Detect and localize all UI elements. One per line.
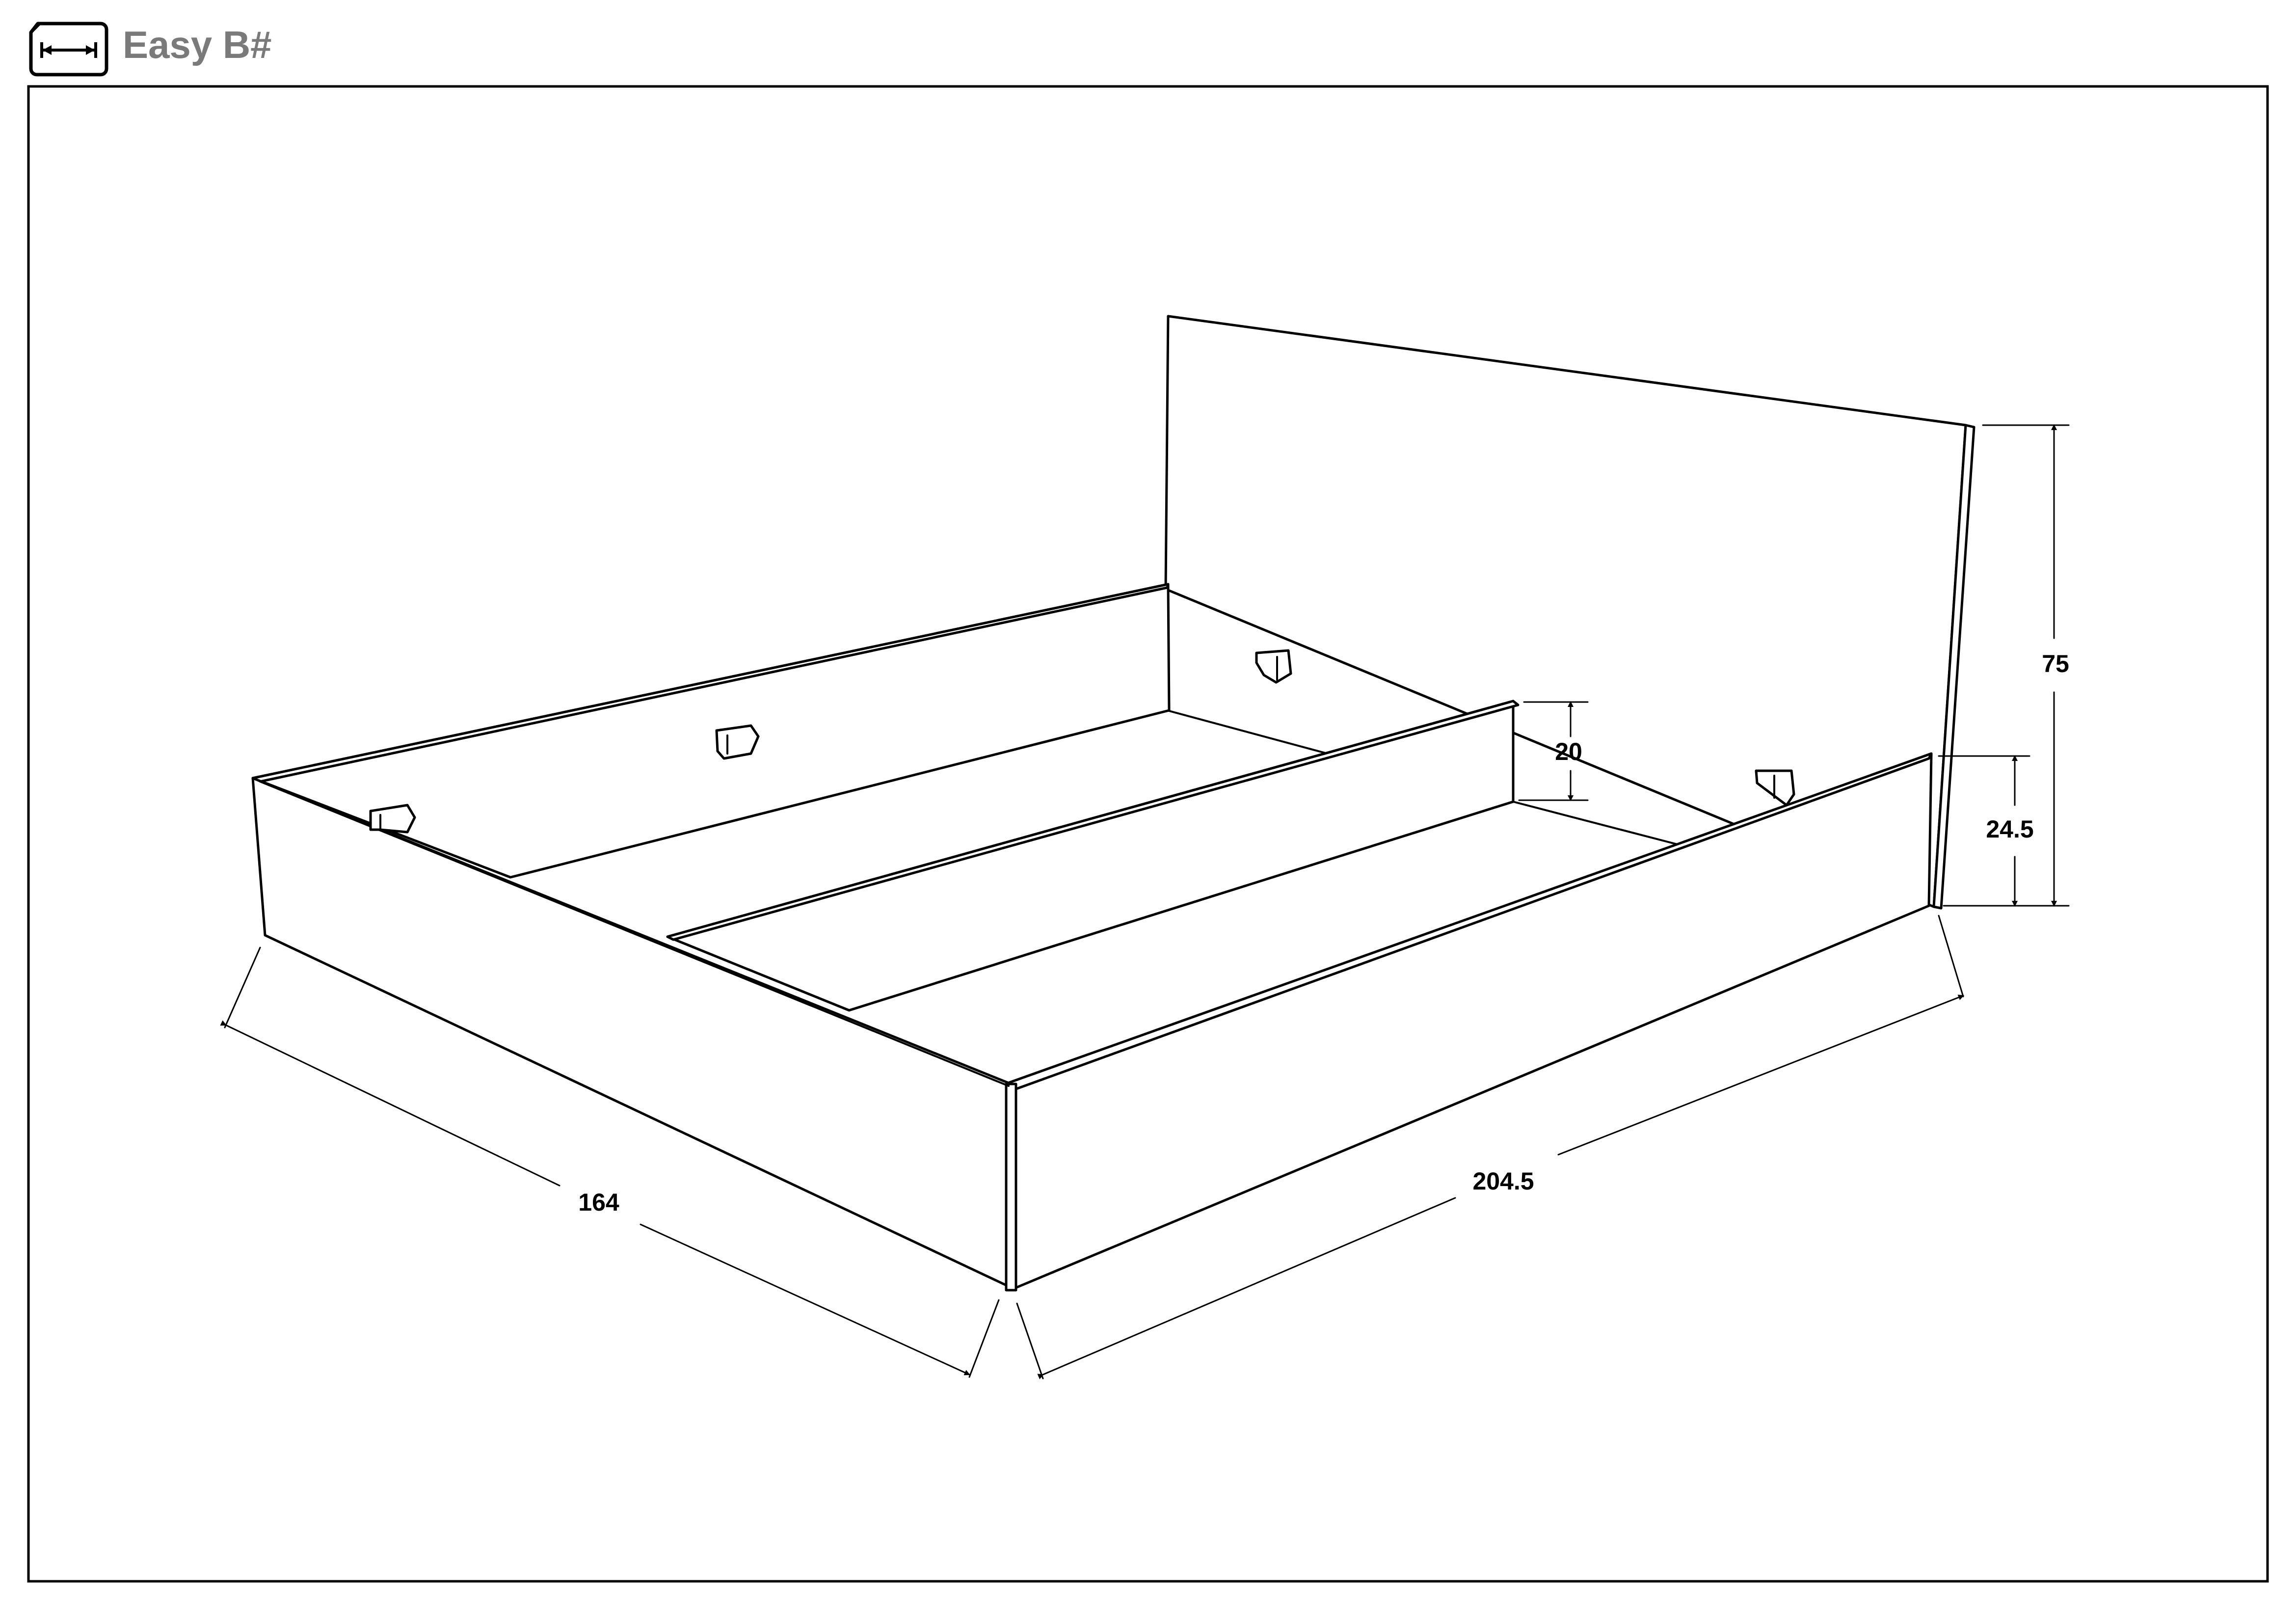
page-title: Easy B# (123, 23, 272, 66)
dimension-width: 164 (220, 947, 1000, 1378)
dimension-width-label: 164 (578, 1189, 619, 1216)
dimension-headboard-height: 75 (1943, 424, 2070, 907)
footboard (251, 777, 1017, 1292)
center-rail (666, 700, 1520, 1012)
drawing-border (27, 85, 2269, 1583)
headboard (1164, 315, 1976, 910)
bracket-2 (715, 724, 760, 760)
bracket-4 (1755, 769, 1795, 807)
dimension-frame-height-label: 24.5 (1986, 815, 2033, 843)
bracket-1 (369, 804, 416, 834)
dimension-length-label: 204.5 (1472, 1167, 1534, 1195)
dimension-center-rail-height-label: 20 (1555, 738, 1582, 765)
header: Easy B# (0, 0, 2296, 83)
dimension-headboard-height-label: 75 (2042, 650, 2069, 677)
dimensions-icon (29, 22, 108, 77)
dimension-length: 204.5 (1016, 915, 1964, 1380)
left-side-rail (251, 583, 1171, 879)
bracket-3 (1255, 649, 1292, 684)
dimension-frame-height: 24.5 (1938, 755, 2034, 907)
dimension-center-rail-height: 20 (1518, 701, 1589, 801)
